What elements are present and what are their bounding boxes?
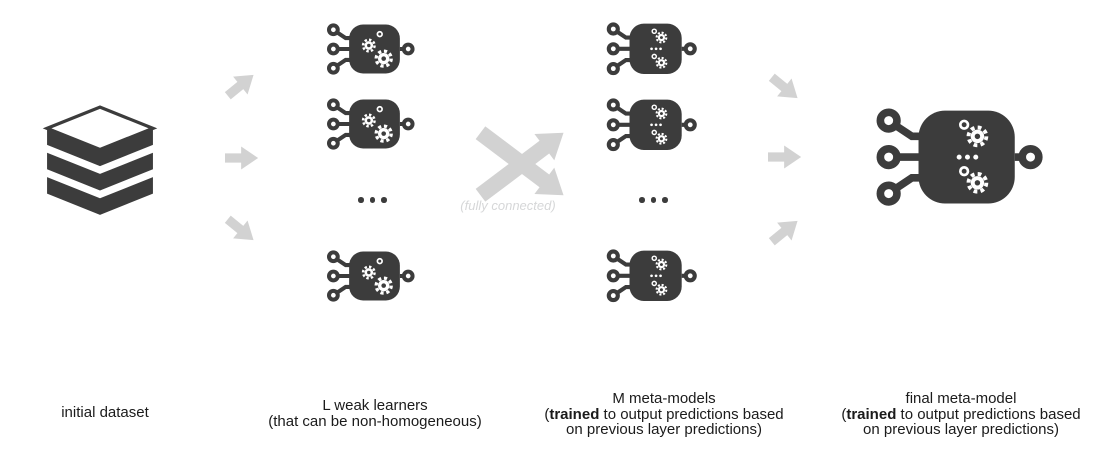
- caption-weak-learners: L weak learners (that can be non-homogen…: [253, 398, 497, 429]
- caption-text-bold: trained: [846, 405, 897, 423]
- arrow-right-icon: [768, 145, 802, 169]
- meta-model-icon: [607, 96, 697, 154]
- caption-line: (trained to output predictions based: [831, 405, 1091, 423]
- caption-line: M meta-models: [612, 390, 716, 407]
- caption-text-rest: to output predictions based: [896, 405, 1081, 423]
- caption-text-pre: (: [544, 405, 550, 423]
- dot: [369, 197, 375, 203]
- dot: [662, 197, 668, 203]
- weak-learner-icon: [327, 248, 415, 304]
- caption-meta-models: M meta-models (trained to output predict…: [537, 391, 791, 438]
- caption-line: L weak learners: [322, 397, 428, 414]
- caption-text-bold: trained: [549, 405, 600, 423]
- dot: [639, 197, 645, 203]
- meta-model-icon: [607, 20, 697, 78]
- arrow-down-right-icon: [764, 68, 805, 108]
- ellipsis-icon: [358, 197, 387, 203]
- caption-line: on previous layer predictions): [566, 421, 762, 439]
- caption-line: (trained to output predictions based: [537, 405, 791, 423]
- caption-line: initial dataset: [61, 404, 149, 421]
- caption-text-rest: to output predictions based: [599, 405, 784, 423]
- caption-line: final meta-model: [905, 390, 1017, 407]
- caption-line: on previous layer predictions): [863, 421, 1059, 439]
- weak-learner-icon: [327, 96, 415, 152]
- caption-line: (that can be non-homogeneous): [268, 412, 482, 430]
- ellipsis-icon: [639, 197, 668, 203]
- fully-connected-label: (fully connected): [460, 198, 556, 213]
- crossed-arrows-icon: [470, 119, 574, 209]
- caption-initial-dataset: initial dataset: [25, 405, 185, 421]
- arrow-up-right-icon: [764, 211, 805, 251]
- caption-text-pre: (: [841, 405, 847, 423]
- weak-learner-icon: [327, 21, 415, 77]
- arrow-right-icon: [225, 146, 259, 170]
- dataset-stack-icon: [45, 105, 155, 217]
- dot: [358, 197, 364, 203]
- meta-model-icon: [607, 247, 697, 305]
- final-meta-model-icon: [877, 104, 1043, 210]
- arrow-down-right-icon: [220, 210, 261, 250]
- dot: [381, 197, 387, 203]
- caption-final-meta-model: final meta-model (trained to output pred…: [831, 391, 1091, 438]
- arrow-up-right-icon: [220, 65, 261, 105]
- dot: [650, 197, 656, 203]
